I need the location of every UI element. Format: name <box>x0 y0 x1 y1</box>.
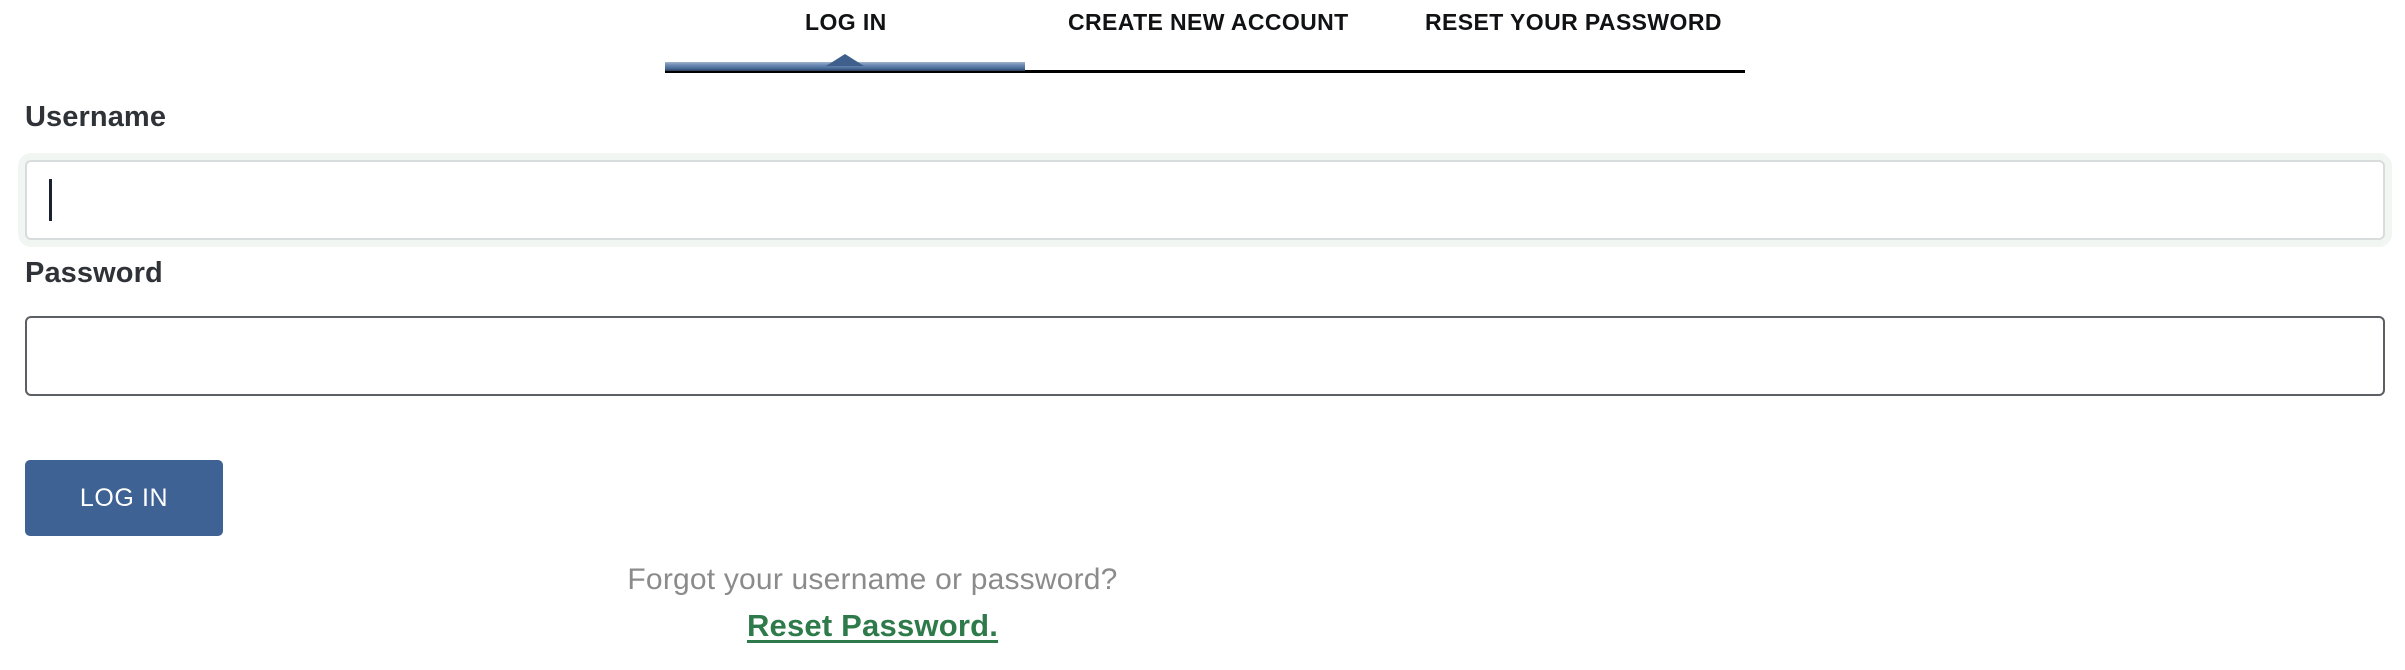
username-field-wrapper[interactable] <box>25 160 2385 240</box>
tab-active-indicator-bar <box>665 62 1025 71</box>
tab-log-in[interactable]: LOG IN <box>805 9 887 35</box>
auth-tab-bar: LOG IN CREATE NEW ACCOUNT RESET YOUR PAS… <box>0 0 2405 73</box>
username-label: Username <box>25 101 167 133</box>
login-help-footer: Forgot your username or password? Reset … <box>0 556 1745 644</box>
password-label: Password <box>25 257 163 289</box>
log-in-submit-button[interactable]: LOG IN <box>25 460 223 536</box>
tab-label-group: LOG IN CREATE NEW ACCOUNT RESET YOUR PAS… <box>665 0 1745 54</box>
tab-reset-your-password[interactable]: RESET YOUR PASSWORD <box>1425 9 1722 35</box>
reset-password-link[interactable]: Reset Password. <box>746 608 999 643</box>
text-cursor <box>49 179 52 221</box>
tab-create-new-account[interactable]: CREATE NEW ACCOUNT <box>1068 9 1349 35</box>
password-field-wrapper[interactable] <box>25 316 2385 396</box>
password-input[interactable] <box>25 316 2385 396</box>
tab-active-caret-icon <box>826 54 864 66</box>
tab-baseline-divider <box>665 70 1745 73</box>
username-input[interactable] <box>25 160 2385 240</box>
forgot-credentials-text: Forgot your username or password? <box>627 563 1118 596</box>
